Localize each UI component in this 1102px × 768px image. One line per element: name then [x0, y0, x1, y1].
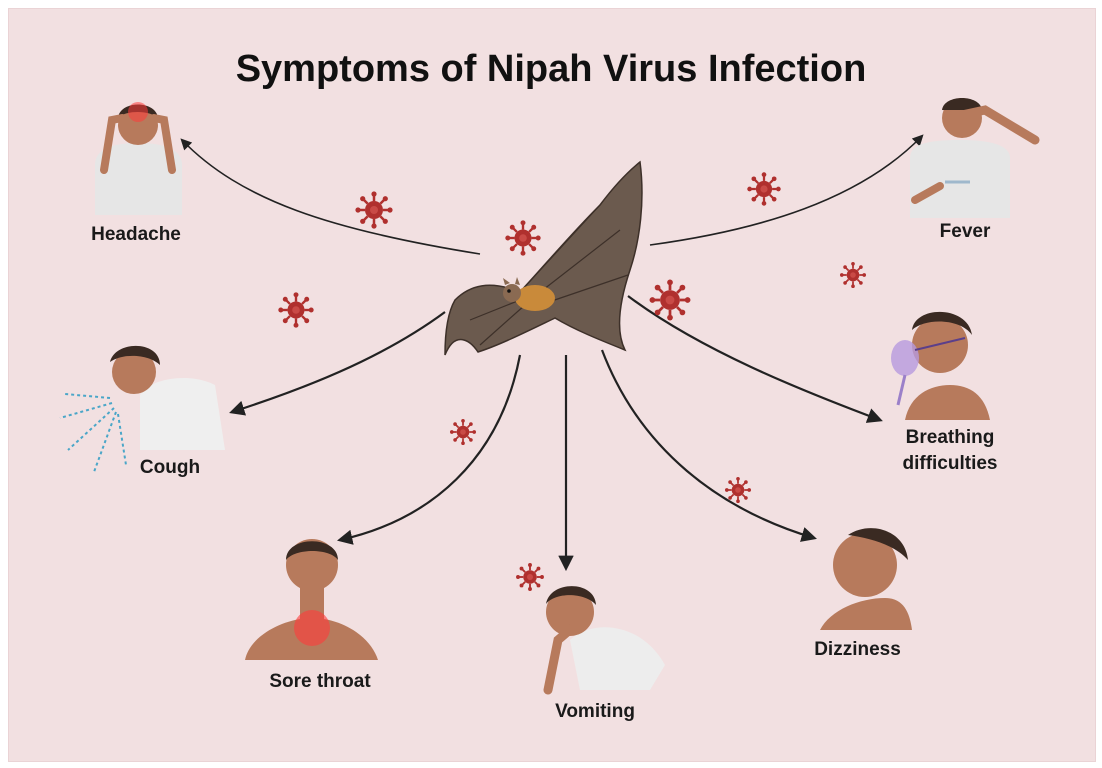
virus-icon [355, 191, 392, 228]
symptom-label-sore-throat: Sore throat [240, 669, 400, 695]
symptom-label-cough: Cough [125, 455, 215, 481]
symptom-label-dizziness: Dizziness [790, 637, 925, 663]
symptom-label-fever: Fever [915, 219, 1015, 245]
headache-illustration [95, 102, 182, 215]
arrow-to-dizziness [602, 350, 814, 538]
arrow-to-fever [650, 136, 922, 245]
fever-illustration [910, 98, 1035, 218]
symptom-label-breathing: Breathing difficulties [880, 425, 1020, 477]
virus-icon [278, 292, 313, 327]
sore-throat-illustration [245, 539, 378, 660]
virus-icon [516, 563, 544, 591]
virus-icon [747, 172, 780, 205]
symptom-arrows [182, 136, 922, 568]
arrow-to-cough [232, 312, 445, 412]
arrow-to-headache [182, 140, 480, 254]
cough-illustration [60, 346, 225, 472]
virus-icon [650, 280, 691, 321]
virus-icon [725, 477, 751, 503]
virus-icon [840, 262, 866, 288]
arrow-to-breathing [628, 296, 880, 420]
symptom-label-headache: Headache [68, 222, 204, 248]
vomiting-illustration [546, 586, 665, 690]
bat-icon [445, 162, 642, 355]
dizziness-illustration [820, 528, 912, 630]
virus-icon [450, 419, 476, 445]
arrow-to-sore-throat [340, 355, 520, 540]
breathing-illustration [891, 312, 990, 420]
symptom-label-vomiting: Vomiting [535, 699, 655, 725]
virus-icon [505, 220, 540, 255]
